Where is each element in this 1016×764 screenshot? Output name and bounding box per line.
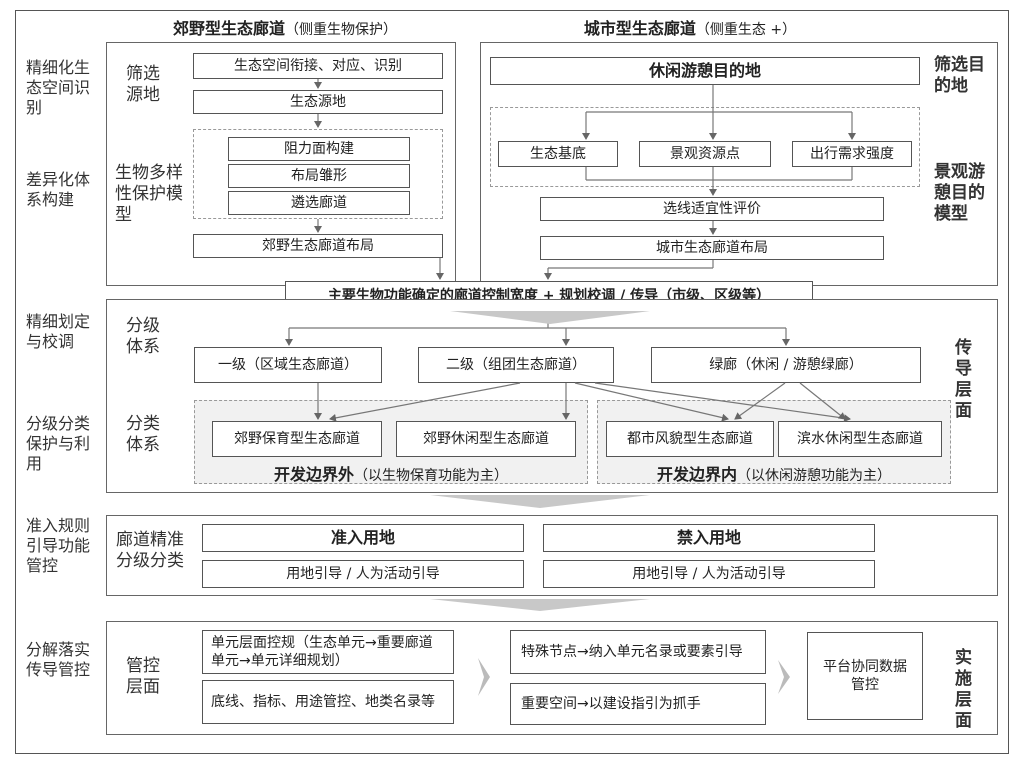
- rural-model-label: 生物多样性保护模型: [115, 163, 183, 225]
- inside-boundary-note: （以休闲游憩功能为主）: [737, 468, 891, 484]
- rural-header-note: （侧重生物保护）: [285, 22, 397, 38]
- access-label: 廊道精准分级分类: [116, 530, 184, 571]
- side-label-implement: 分解落实传导管控: [26, 640, 91, 679]
- transmit-side-label: 传导层面: [955, 338, 972, 421]
- rural-screen-label: 筛选源地: [126, 64, 160, 105]
- urban-eval: 选线适宜性评价: [540, 197, 884, 221]
- unit-control-plan: 单元层面控规（生态单元→重要廊道单元→单元详细规划）: [202, 630, 454, 674]
- control-level-label: 管控层面: [126, 656, 160, 697]
- class-rural-conserve: 郊野保育型生态廊道: [212, 421, 382, 457]
- deny-land-guide: 用地引导 / 人为活动引导: [543, 560, 875, 588]
- implement-side-label: 实施层面: [955, 648, 972, 731]
- rural-step-source: 生态源地: [193, 90, 443, 114]
- class-waterfront: 滨水休闲型生态廊道: [778, 421, 942, 457]
- allow-land-title: 准入用地: [202, 524, 524, 552]
- urban-header-note: （侧重生态 +）: [695, 22, 797, 38]
- funnel-arrow-1: [450, 311, 650, 324]
- inside-boundary-title: 开发边界内: [656, 465, 737, 484]
- urban-header-title: 城市型生态廊道: [583, 19, 696, 38]
- side-label-identify: 精细化生态空间识别: [26, 58, 91, 117]
- class-urban-style: 都市风貌型生态廊道: [606, 421, 774, 457]
- arrow-g2-c1: [329, 382, 521, 422]
- deny-land-title: 禁入用地: [543, 524, 875, 552]
- grade-greenway: 绿廊（休闲 / 游憩绿廊）: [651, 347, 921, 383]
- rural-header: 郊野型生态廊道（侧重生物保护）: [120, 15, 450, 39]
- side-label-system: 差异化体系构建: [26, 170, 91, 209]
- urban-layout: 城市生态廊道布局: [540, 236, 884, 260]
- outside-boundary-note: （以生物保育功能为主）: [354, 468, 508, 484]
- grade-level-1: 一级（区域生态廊道）: [194, 347, 382, 383]
- baseline-indicators: 底线、指标、用途管控、地类名录等: [202, 680, 454, 724]
- rural-model-group: [193, 129, 443, 219]
- side-label-protect: 分级分类保护与利用: [26, 414, 91, 473]
- rural-header-title: 郊野型生态廊道: [172, 19, 285, 38]
- allow-land-guide: 用地引导 / 人为活动引导: [202, 560, 524, 588]
- arrow-g2-c4: [594, 382, 851, 423]
- rural-step-identify: 生态空间衔接、对应、识别: [193, 53, 443, 79]
- inside-boundary-caption: 开发边界内（以休闲游憩功能为主）: [597, 461, 951, 485]
- funnel-arrow-2: [430, 495, 650, 508]
- urban-model-label: 景观游憩目的模型: [934, 162, 985, 224]
- side-label-rules: 准入规则引导功能管控: [26, 516, 91, 575]
- rural-step-prototype: 布局雏形: [228, 164, 410, 188]
- rural-step-select: 遴选廊道: [228, 191, 410, 215]
- special-nodes: 特殊节点→纳入单元名录或要素引导: [510, 630, 766, 674]
- urban-factor-group: [490, 107, 920, 187]
- grade-label: 分级体系: [126, 316, 160, 357]
- outside-boundary-title: 开发边界外: [273, 465, 354, 484]
- arrow-g3-c3: [734, 382, 786, 420]
- chevron-arrow-2: [778, 660, 790, 694]
- urban-factor-demand: 出行需求强度: [792, 141, 912, 167]
- funnel-arrow-3: [430, 599, 650, 611]
- urban-header: 城市型生态廊道（侧重生态 +）: [480, 15, 900, 39]
- arrow-g2-c3: [574, 382, 729, 422]
- chevron-arrow-1: [478, 658, 490, 696]
- class-rural-leisure: 郊野休闲型生态廊道: [396, 421, 576, 457]
- important-space: 重要空间→以建设指引为抓手: [510, 683, 766, 725]
- side-label-calibrate: 精细划定与校调: [26, 312, 91, 351]
- rural-step-layout: 郊野生态廊道布局: [193, 234, 443, 258]
- urban-factor-landscape: 景观资源点: [639, 141, 771, 167]
- urban-screen-label: 筛选目的地: [934, 55, 985, 96]
- class-label: 分类体系: [126, 414, 160, 455]
- outside-boundary-caption: 开发边界外（以生物保育功能为主）: [194, 461, 588, 485]
- rural-step-resistance: 阻力面构建: [228, 137, 410, 161]
- grade-level-2: 二级（组团生态廊道）: [418, 347, 614, 383]
- urban-factor-base: 生态基底: [498, 141, 618, 167]
- urban-destination: 休闲游憩目的地: [490, 57, 920, 85]
- platform-data-control: 平台协同数据管控: [807, 632, 923, 720]
- arrow-g3-c4: [799, 382, 846, 420]
